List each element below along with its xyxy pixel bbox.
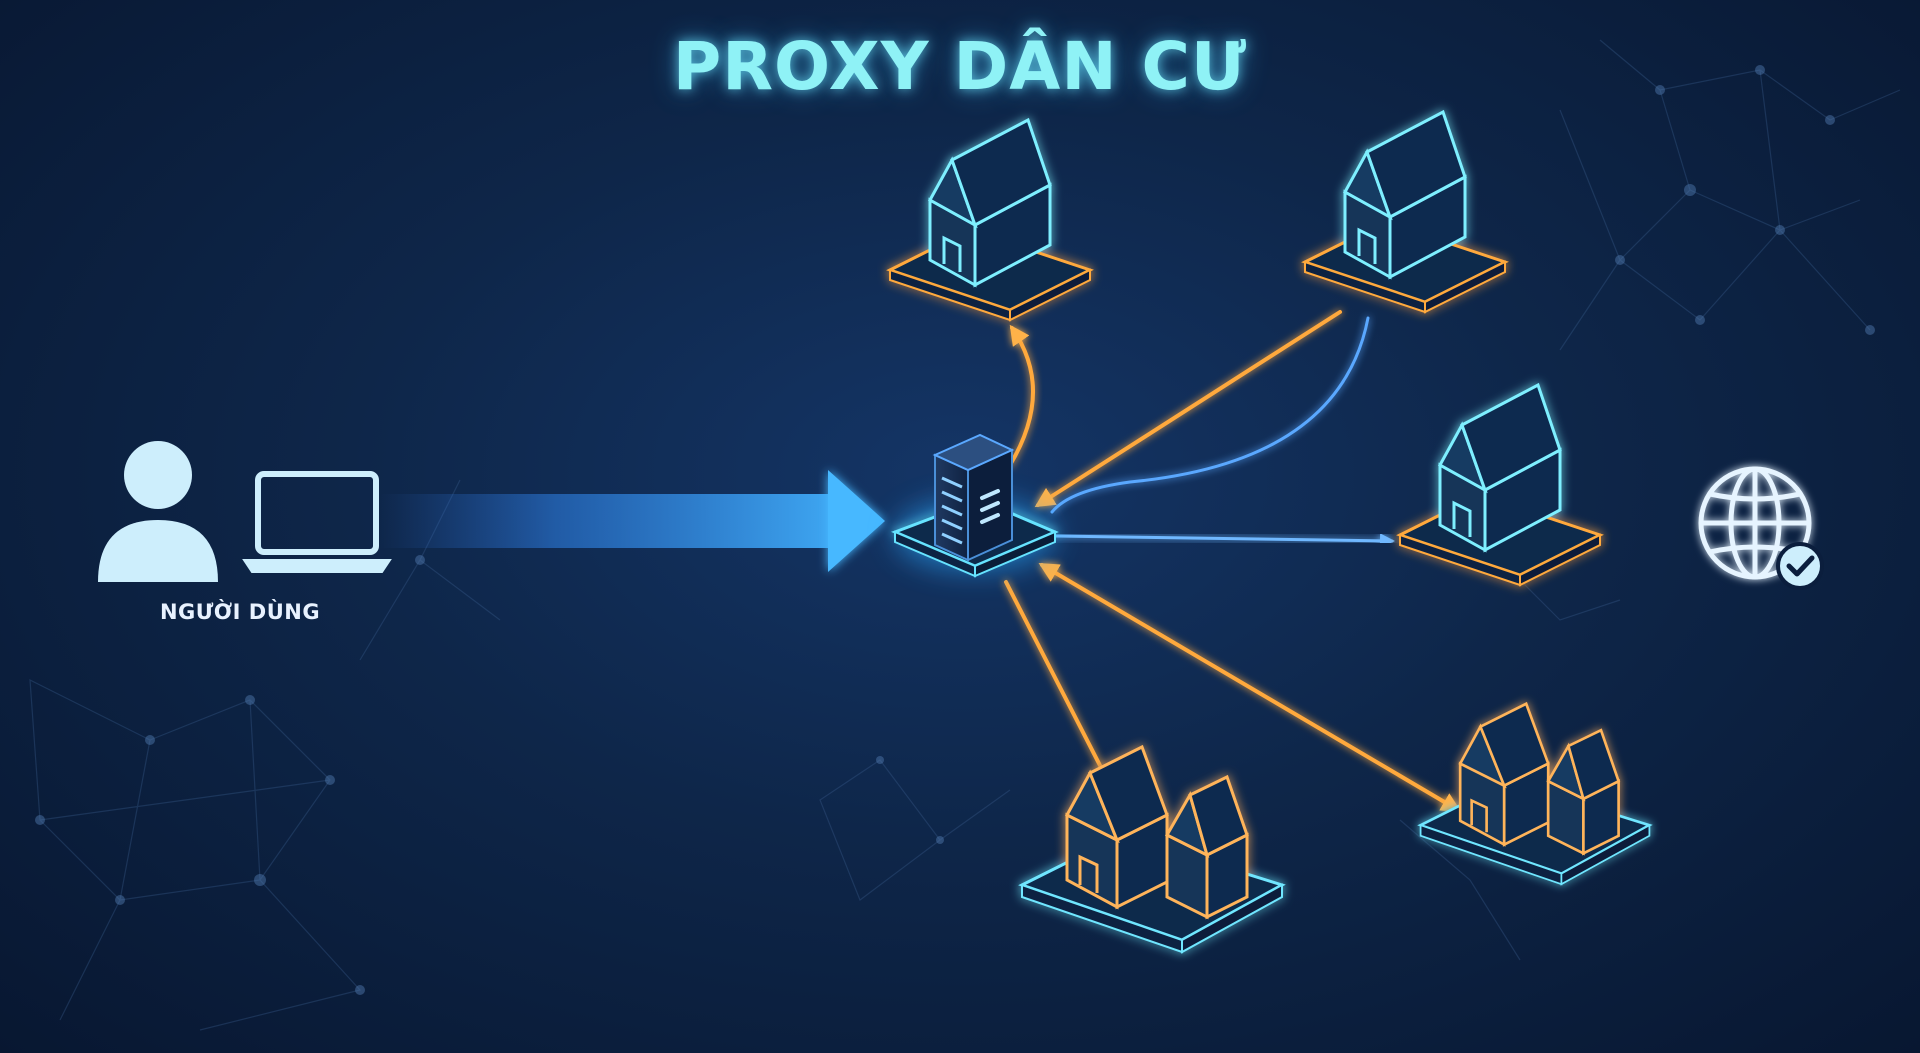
- person-icon: [98, 441, 218, 582]
- user-label: NGƯỜI DÙNG: [159, 600, 321, 624]
- diagram-title: PROXY DÂN CƯ: [672, 28, 1248, 105]
- connections: [1004, 310, 1687, 813]
- house-icon: [1398, 383, 1602, 587]
- laptop-icon: [242, 471, 392, 573]
- background-nodes: [35, 65, 1875, 995]
- house-icon: [1419, 702, 1651, 886]
- house-icon: [1303, 110, 1507, 314]
- server-icon: [890, 433, 1059, 578]
- house-icon: [888, 118, 1092, 322]
- check-badge-icon: [1776, 542, 1824, 590]
- house-icon: [1020, 745, 1284, 954]
- globe-check-icon: [1698, 466, 1812, 580]
- user-to-proxy-arrow: [380, 470, 885, 572]
